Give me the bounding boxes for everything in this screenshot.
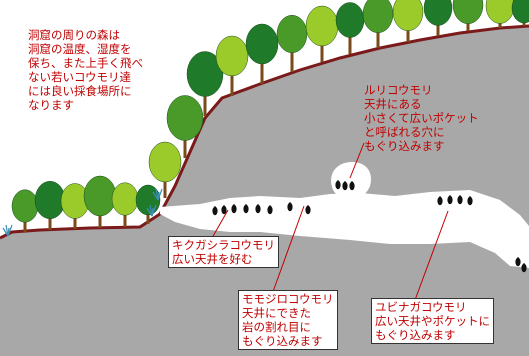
- grass-icon: [2, 224, 13, 237]
- bat-icon: [212, 206, 218, 216]
- pointer-rusikoumori: [349, 142, 365, 179]
- tree-icon: [305, 5, 339, 62]
- label-rusikoumori: ルリコウモリ 天井にある 小さくて広いポケット と呼ばれる穴に もぐり込みます: [364, 83, 479, 153]
- pointer-lines: [211, 142, 449, 301]
- tree-icon: [276, 15, 308, 72]
- tree-icon: [452, 0, 484, 31]
- tree-icon: [166, 95, 204, 158]
- tree-icon: [362, 0, 394, 48]
- bat-icon: [231, 204, 237, 214]
- bat-icon: [349, 181, 355, 191]
- cave-passage: [160, 190, 529, 268]
- tree-icon: [511, 0, 529, 26]
- bat-icon: [467, 196, 473, 206]
- tree-icon: [148, 141, 182, 198]
- grass-icon: [146, 204, 157, 217]
- bat-icon: [437, 196, 443, 206]
- bat-icon: [287, 202, 293, 212]
- tree-icon: [485, 0, 515, 28]
- tree-icon: [423, 0, 453, 36]
- tree-icon: [11, 189, 39, 232]
- label-yubinaga: ユビナガコウモリ 広い天井やポケットに もぐり込みます: [371, 298, 494, 344]
- tree-icon: [215, 35, 249, 96]
- pointer-yubinaga: [414, 210, 449, 301]
- bat-icon: [515, 257, 521, 267]
- label-momojiro: モモジロコウモリ 天井にできた 岩の割れ目に もぐり込みます: [238, 290, 338, 350]
- tree-icon: [392, 0, 424, 42]
- rock-mass: [0, 26, 529, 356]
- bat-icon: [267, 205, 273, 215]
- tree-icon: [186, 51, 224, 116]
- soil-line: [0, 24, 529, 240]
- forest-note: 洞窟の周りの森は 洞窟の温度、湿度を 保ち、また上手く飛べ ない若いコウモリ達 …: [28, 28, 143, 112]
- bat-icon: [255, 204, 261, 214]
- bat-icon: [342, 181, 348, 191]
- label-kikagashira: キクガシラコウモリ 広い天井を好む: [168, 236, 280, 268]
- tree-icon: [335, 2, 365, 54]
- pointer-momojiro: [269, 205, 305, 301]
- bat-icon: [521, 263, 527, 273]
- bat-icon: [305, 205, 311, 215]
- bat-icon: [243, 204, 249, 214]
- grass-icon: [152, 188, 163, 201]
- tree-icon: [111, 182, 139, 227]
- tree-icon: [34, 181, 66, 230]
- bat-icon: [447, 195, 453, 205]
- tree-icon: [83, 175, 117, 228]
- bat-icon: [335, 180, 341, 190]
- tree-icon: [245, 23, 279, 84]
- pointer-kikagashira: [211, 209, 229, 239]
- bat-icon: [221, 205, 227, 215]
- bat-icon: [457, 195, 463, 205]
